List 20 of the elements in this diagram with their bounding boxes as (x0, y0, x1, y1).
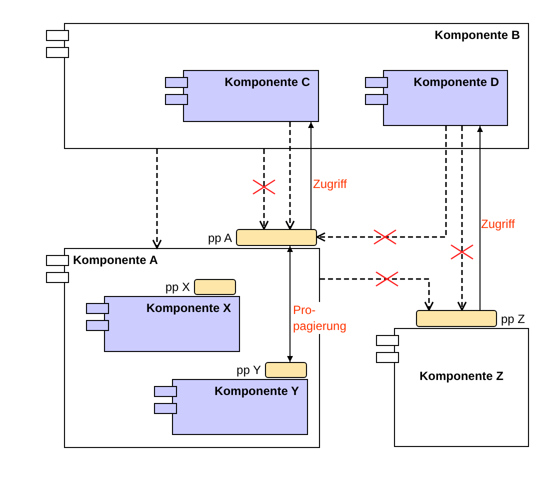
arrow (287, 246, 293, 362)
dashed-arrow (320, 278, 434, 311)
component-title: Komponente Y (214, 384, 299, 399)
dashed-arrow (457, 126, 467, 311)
component-title: Komponente X (146, 301, 231, 316)
dashed-arrow (285, 122, 295, 230)
component-title: Komponente C (224, 75, 310, 90)
component-title: Komponente A (73, 253, 158, 268)
arrow (308, 122, 314, 230)
component-title: Komponente Z (418, 369, 504, 384)
port-label: pp Y (236, 364, 262, 376)
port-label: pp X (164, 281, 191, 293)
port-label: pp A (206, 232, 233, 244)
dashed-arrow (316, 126, 447, 242)
port-label: pp Z (500, 312, 526, 324)
dashed-arrow (152, 149, 162, 249)
component-title: Komponente B (434, 28, 520, 43)
component-title: Komponente D (414, 75, 499, 90)
arrow (477, 126, 483, 310)
dashed-arrow (259, 149, 269, 230)
